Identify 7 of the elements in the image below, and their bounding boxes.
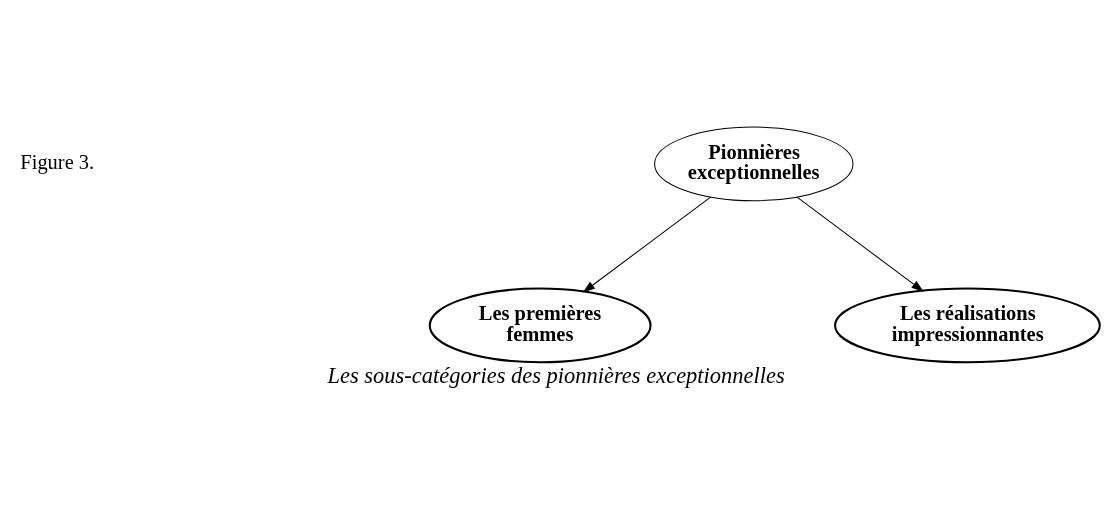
arrow [582,196,712,293]
label: Figure 3. [20,150,95,173]
caption: Les sous-catégories des pionnières exceptionnelles [327,362,785,388]
node-ellipse: Les premières femmes [428,287,652,363]
node-ellipse: Les réalisations impressionnantes [834,287,1101,363]
arrow [796,196,924,292]
node-ellipse: Pionnières exceptionnelles [654,126,854,201]
